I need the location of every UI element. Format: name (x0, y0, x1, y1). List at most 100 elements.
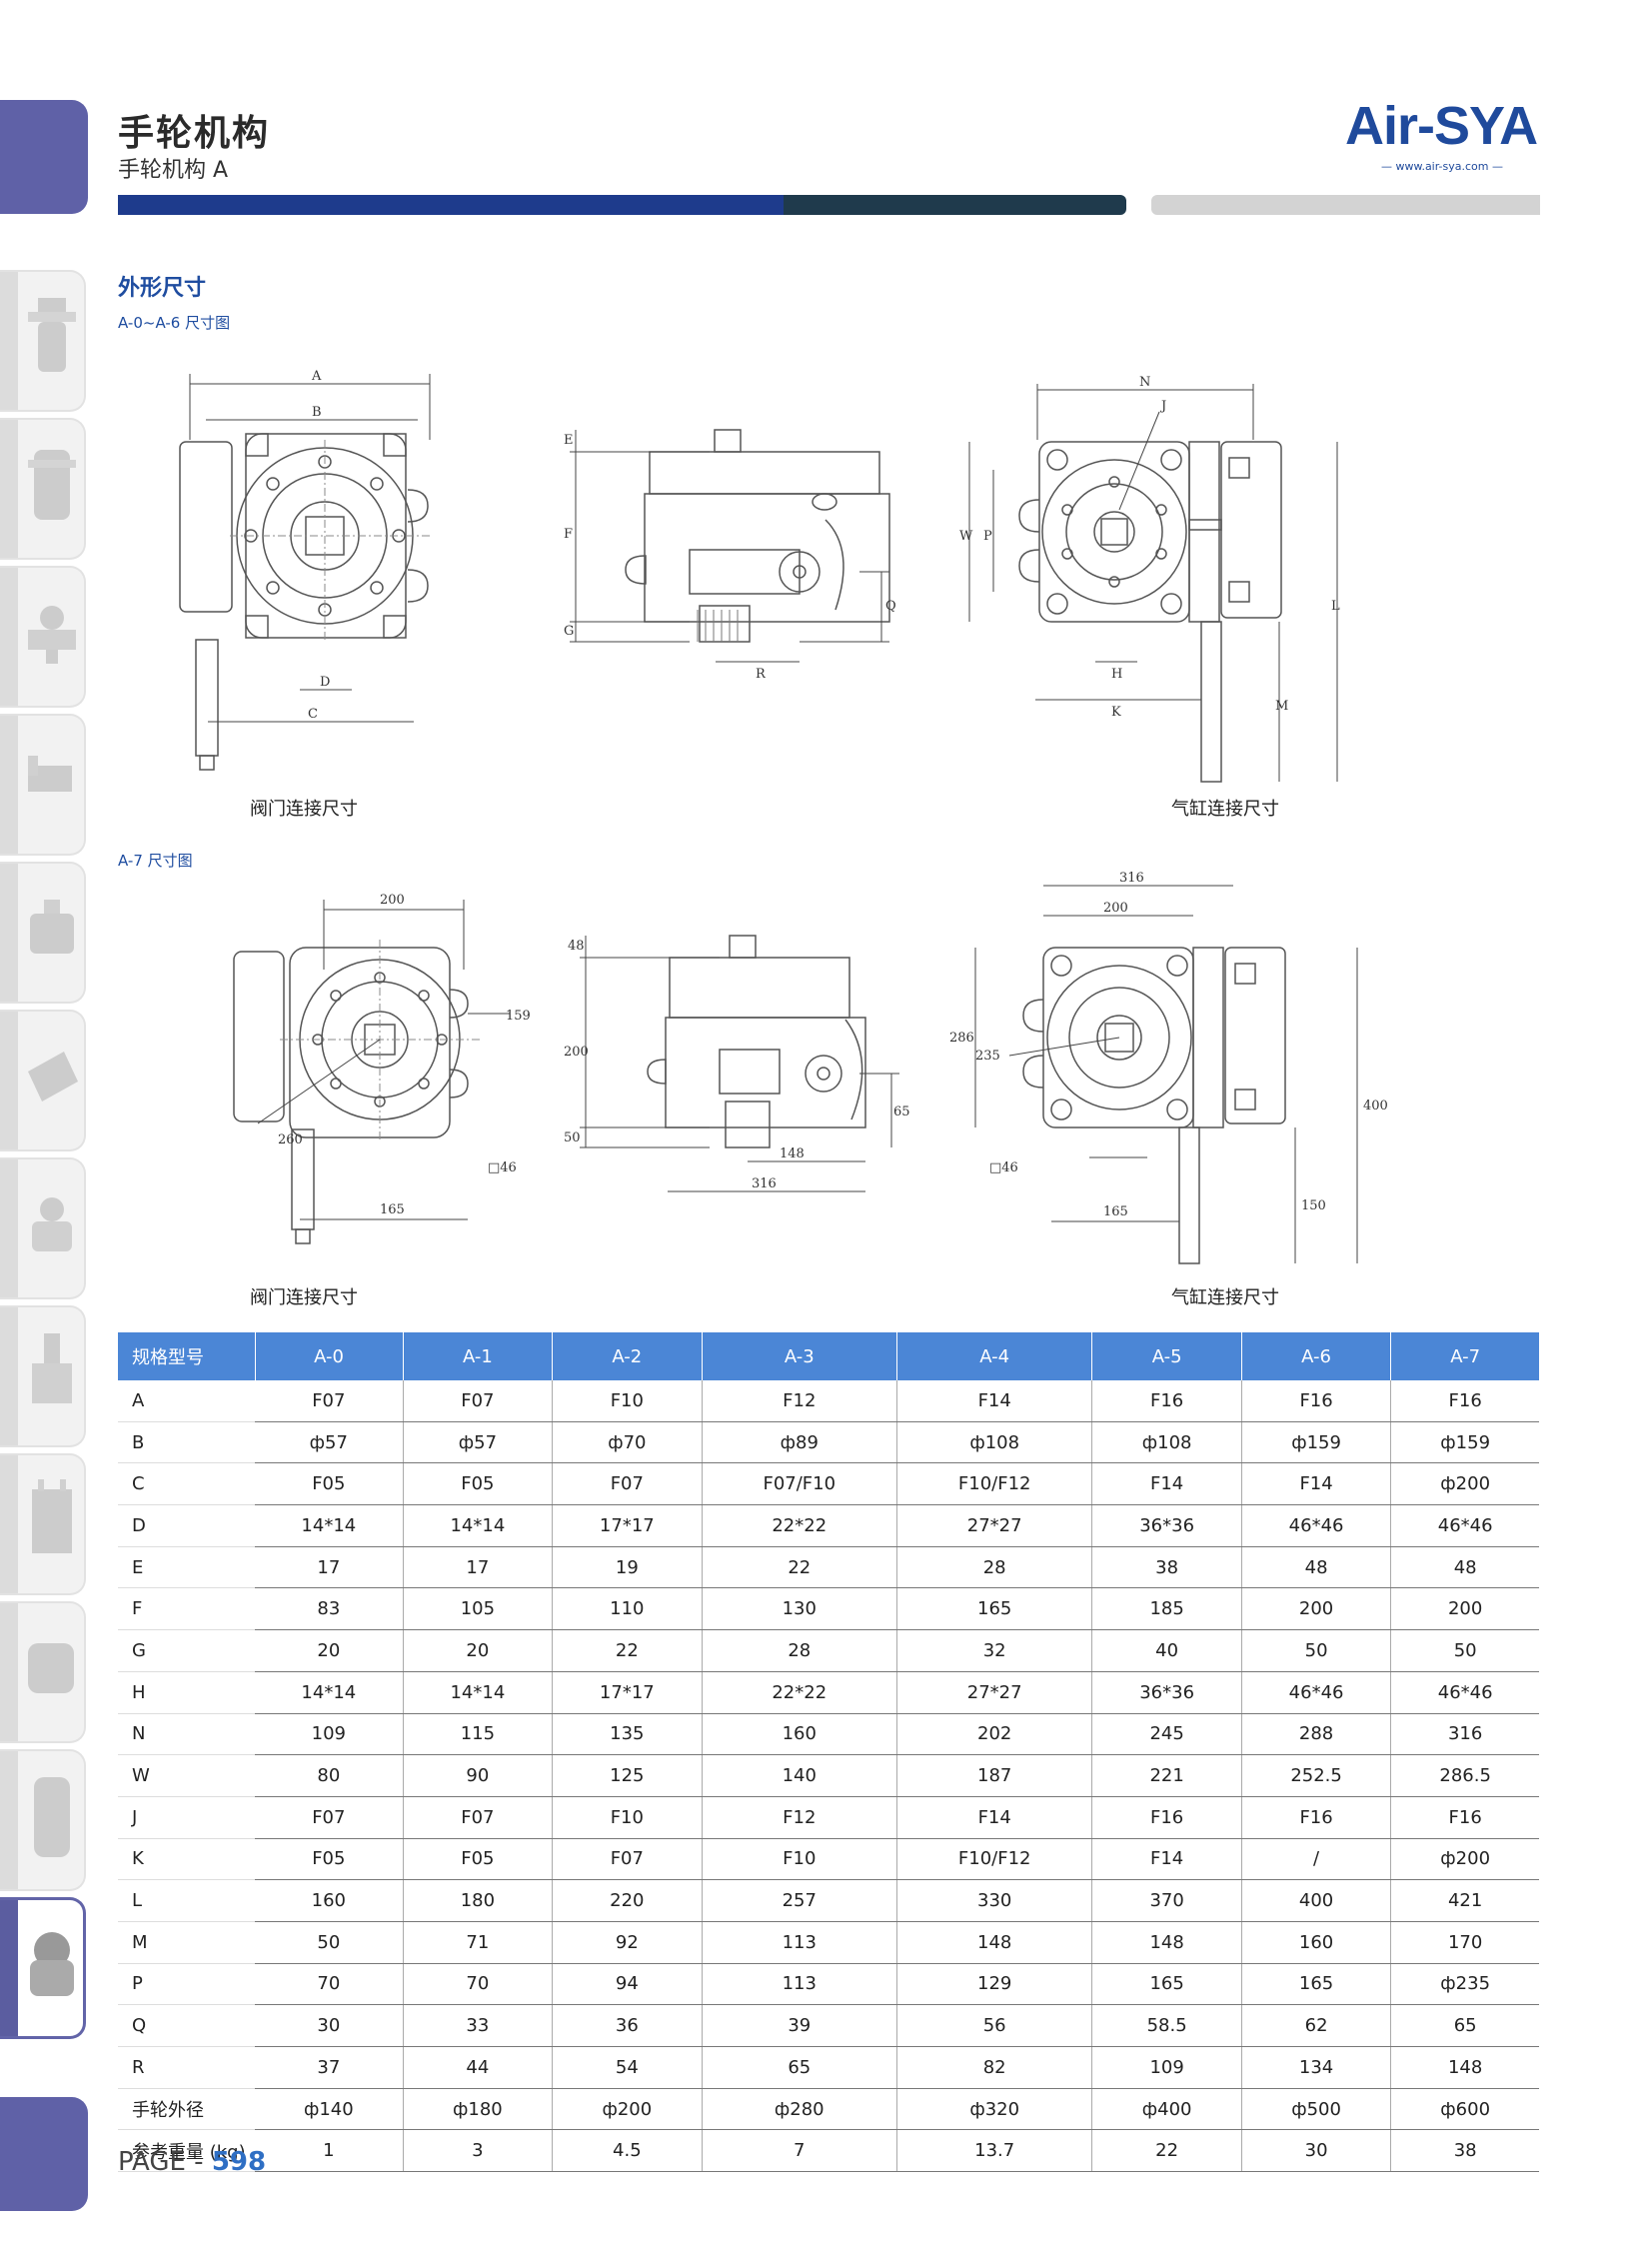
table-cell: 160 (1241, 1921, 1392, 1964)
table-cell: 109 (1091, 2046, 1242, 2089)
table-cell: 65 (1390, 2004, 1539, 2047)
table-cell: ф57 (403, 1421, 554, 1464)
table-cell: F16 (1091, 1796, 1242, 1839)
table-cell: 4.5 (552, 2129, 703, 2173)
table-cell: F14 (896, 1796, 1093, 1839)
table-cell: 36*36 (1091, 1671, 1242, 1714)
col-a3: A-3 (702, 1332, 897, 1380)
side-tab-fitting[interactable] (0, 566, 86, 708)
table-cell: 82 (896, 2046, 1093, 2089)
table-cell: F05 (255, 1838, 404, 1881)
table-cell: F16 (1091, 1380, 1242, 1422)
table-cell: 19 (552, 1546, 703, 1589)
table-cell: 7 (702, 2129, 897, 2173)
footer-side-block (0, 2097, 88, 2211)
table-cell: 50 (255, 1921, 404, 1964)
dim-165-cyl: 165 (1103, 1204, 1128, 1219)
table-cell: 17*17 (552, 1671, 703, 1714)
table-cell: 71 (403, 1921, 554, 1964)
positioner-icon (32, 1197, 72, 1251)
table-cell: 113 (702, 1963, 897, 2006)
caption-cylinder-connection-1: 气缸连接尺寸 (1171, 799, 1279, 820)
table-cell: 65 (702, 2046, 897, 2089)
dim-50-side: 50 (564, 1130, 581, 1145)
table-cell: 20 (255, 1629, 404, 1672)
col-a5: A-5 (1091, 1332, 1242, 1380)
table-cell: ф400 (1091, 2088, 1242, 2131)
table-cell: 30 (1241, 2129, 1392, 2173)
side-tab-cylinder[interactable] (0, 714, 86, 856)
table-cell: 115 (403, 1713, 554, 1756)
side-tab-actuator[interactable] (0, 862, 86, 1004)
figure-label-a7: A-7 尺寸图 (118, 852, 193, 870)
table-cell: F10/F12 (896, 1462, 1093, 1506)
table-cell: 109 (255, 1713, 404, 1756)
side-tab-booster[interactable] (0, 1601, 86, 1743)
table-cell: 400 (1241, 1879, 1392, 1922)
table-cell: 20 (403, 1629, 554, 1672)
caption-valve-connection-2: 阀门连接尺寸 (250, 1287, 358, 1308)
side-tab-handwheel[interactable] (0, 1897, 86, 2039)
side-tab-positioner[interactable] (0, 1157, 86, 1299)
table-cell: 13.7 (896, 2129, 1093, 2173)
dim-sq46-cyl: □46 (989, 1160, 1018, 1175)
table-cell: 180 (403, 1879, 554, 1922)
header-label: 规格型号 (118, 1332, 256, 1380)
table-cell: F16 (1390, 1796, 1539, 1839)
row-label: N (118, 1713, 255, 1756)
table-cell: 1 (255, 2129, 404, 2173)
table-cell: F14 (1241, 1462, 1392, 1506)
dim-200-cyl: 200 (1103, 901, 1128, 916)
row-label: W (118, 1754, 255, 1797)
table-cell: 22*22 (702, 1504, 897, 1547)
brand-logo[interactable]: Air-SYA — www.air-sya.com — (1345, 96, 1539, 180)
table-cell: 165 (1241, 1963, 1392, 2006)
row-label: R (118, 2046, 255, 2089)
table-cell: 165 (896, 1587, 1093, 1631)
svg-text:D: D (320, 675, 330, 690)
col-a4: A-4 (896, 1332, 1093, 1380)
dim-286-cyl: 286 (949, 1031, 974, 1046)
table-cell: F05 (403, 1462, 554, 1506)
table-cell: F07 (552, 1462, 703, 1506)
table-cell: 252.5 (1241, 1754, 1392, 1797)
section-title: 外形尺寸 (118, 276, 207, 301)
dim-316-side: 316 (752, 1176, 777, 1191)
dim-316-cyl: 316 (1119, 871, 1144, 886)
table-cell: 220 (552, 1879, 703, 1922)
table-cell: F07 (552, 1838, 703, 1881)
table-cell: F16 (1390, 1380, 1539, 1422)
side-tab-regulator[interactable] (0, 418, 86, 560)
table-cell: 105 (403, 1587, 554, 1631)
col-a0: A-0 (255, 1332, 404, 1380)
table-cell: ф70 (552, 1421, 703, 1464)
page-number: PAGE - 598 (118, 2147, 267, 2177)
side-tab-valve[interactable] (0, 1010, 86, 1151)
svg-text:E: E (564, 433, 574, 448)
table-cell: 27*27 (896, 1504, 1093, 1547)
page-subtitle: 手轮机构 A (118, 158, 229, 183)
side-tab-filter[interactable] (0, 270, 86, 412)
table-cell: 160 (255, 1879, 404, 1922)
svg-text:F: F (564, 527, 573, 542)
table-cell: 33 (403, 2004, 554, 2047)
side-tab-silencer[interactable] (0, 1749, 86, 1891)
side-tab-switch-box[interactable] (0, 1453, 86, 1595)
side-tab-solenoid[interactable] (0, 1305, 86, 1447)
table-cell: ф280 (702, 2088, 897, 2131)
table-cell: 3 (403, 2129, 554, 2173)
table-cell: 22*22 (702, 1671, 897, 1714)
table-cell: ф57 (255, 1421, 404, 1464)
col-a7: A-7 (1390, 1332, 1539, 1380)
dim-sq46-a: □46 (488, 1160, 517, 1175)
table-cell: 14*14 (403, 1504, 554, 1547)
table-cell: 14*14 (403, 1671, 554, 1714)
table-cell: 30 (255, 2004, 404, 2047)
